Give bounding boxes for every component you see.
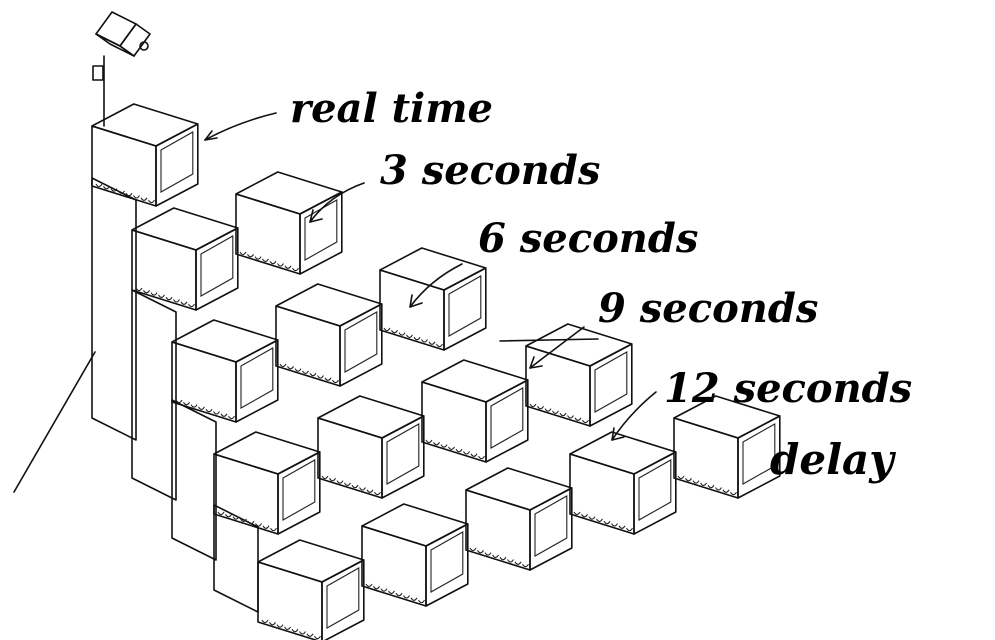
- monitor-tier-4-unit-1: [213, 431, 321, 535]
- monitor-tier-3-unit-2: [275, 283, 383, 387]
- monitor-tier-4-unit-2: [317, 395, 425, 499]
- arrow-3-seconds: [309, 182, 365, 223]
- label-9-seconds: 9 seconds: [598, 285, 818, 332]
- cable-line: [13, 351, 96, 493]
- monitor-tier-5-unit-5: [673, 395, 781, 499]
- monitor-tier-2-unit-2: [235, 171, 343, 275]
- monitor-tier-4-unit-3: [421, 359, 529, 463]
- monitor-tier-5-unit-4: [569, 431, 677, 535]
- monitor-tier-5-unit-1: [257, 539, 365, 640]
- pedestal-riser: [91, 177, 259, 613]
- monitor-tier-4-unit-4: [525, 323, 633, 427]
- video-camera-icon: [92, 11, 151, 127]
- monitor-tier-1-unit-1: [91, 103, 199, 207]
- pointer-line-9-seconds: [499, 338, 599, 342]
- monitor-tier-5-unit-2: [361, 503, 469, 607]
- arrow-6-seconds: [409, 263, 463, 308]
- monitor-tier-5-unit-3: [465, 467, 573, 571]
- label-real-time: real time: [290, 85, 493, 132]
- annotation-arrows: [204, 112, 657, 441]
- label-3-seconds: 3 seconds: [380, 147, 600, 194]
- label-delay: delay: [770, 435, 896, 484]
- arrow-12-seconds: [611, 391, 657, 441]
- arrow-9-seconds: [529, 326, 585, 369]
- arrow-real-time: [204, 112, 277, 141]
- label-6-seconds: 6 seconds: [478, 215, 698, 262]
- monitor-tier-3-unit-3: [379, 247, 487, 351]
- label-12-seconds: 12 seconds: [664, 365, 912, 412]
- monitor-tier-2-unit-1: [131, 207, 239, 311]
- monitor-array: [91, 103, 781, 640]
- monitor-tier-3-unit-1: [171, 319, 279, 423]
